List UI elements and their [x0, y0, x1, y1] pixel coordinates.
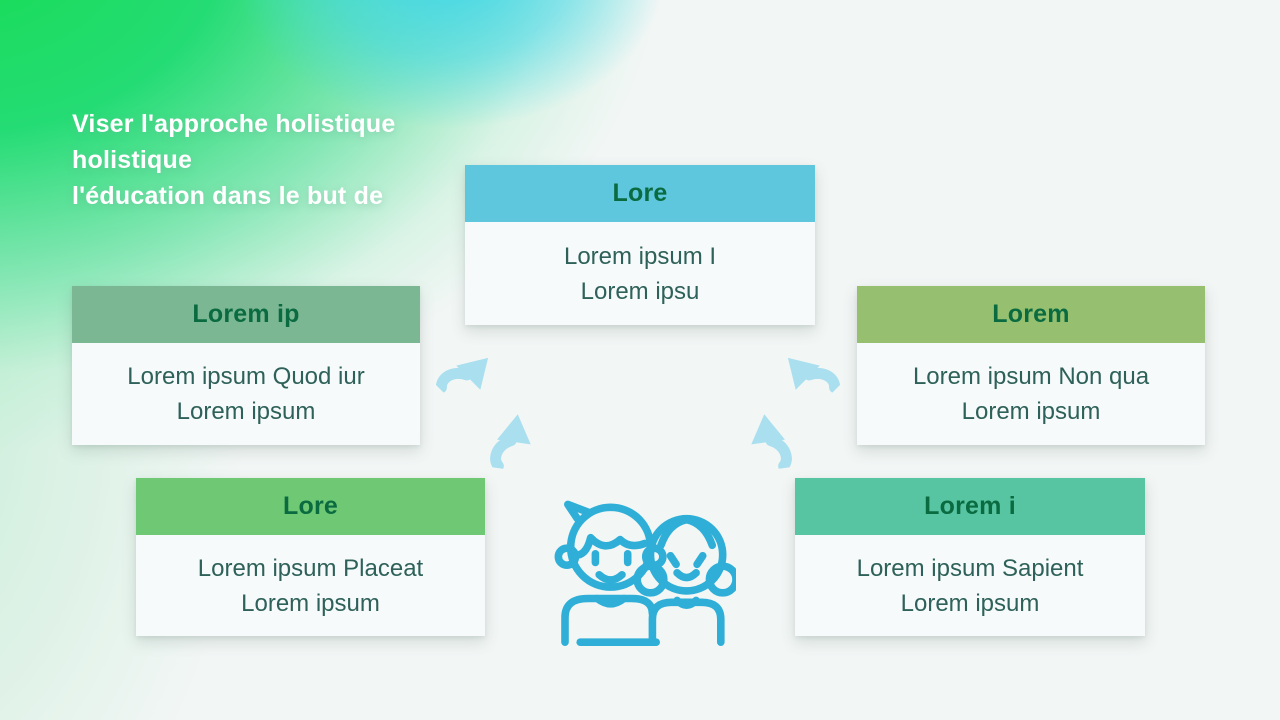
children-icon — [546, 492, 736, 648]
card-bottom-left: Lore Lorem ipsum Placeat Lorem ipsum — [136, 478, 485, 636]
card-bottom-left-body: Lorem ipsum Placeat Lorem ipsum — [136, 535, 485, 636]
card-bottom-right-title: Lorem i — [924, 492, 1016, 520]
curved-arrow-upper-right-icon — [769, 339, 845, 415]
card-bottom-left-body-line-2: Lorem ipsum — [241, 589, 380, 617]
card-top-center-body-line-1: Lorem ipsum I — [563, 242, 717, 270]
slide-title-line-1: Viser l'approche holistique — [72, 110, 396, 138]
card-middle-left: Lorem ip Lorem ipsum Quod iur Lorem ipsu… — [72, 286, 420, 445]
card-bottom-right-body-line-2: Lorem ipsum — [900, 589, 1040, 617]
card-top-center: Lore Lorem ipsum I Lorem ipsu — [465, 165, 815, 325]
card-middle-left-body-line-1: Lorem ipsum Quod iur — [127, 363, 365, 390]
curved-arrow-upper-left-icon — [431, 339, 507, 415]
card-middle-right-body-line-2: Lorem ipsum — [961, 398, 1101, 425]
card-middle-right-body-line-1: Lorem ipsum Non qua — [912, 363, 1150, 390]
card-middle-left-title: Lorem ip — [192, 300, 300, 328]
card-bottom-left-body-line-1: Lorem ipsum Placeat — [197, 554, 424, 582]
card-top-center-body-line-2: Lorem ipsu — [580, 277, 700, 305]
slide-title-line-2: holistique — [72, 146, 193, 174]
slide-title: Viser l'approche holistique holistique l… — [72, 106, 472, 214]
card-top-center-header: Lore — [465, 165, 815, 222]
card-middle-left-body-line-2: Lorem ipsum — [176, 398, 316, 425]
card-middle-left-body: Lorem ipsum Quod iur Lorem ipsum — [72, 343, 420, 445]
card-middle-right-header: Lorem — [857, 286, 1205, 343]
card-bottom-right: Lorem i Lorem ipsum Sapient Lorem ipsum — [795, 478, 1145, 636]
card-middle-right: Lorem Lorem ipsum Non qua Lorem ipsum — [857, 286, 1205, 445]
card-bottom-right-body-line-1: Lorem ipsum Sapient — [856, 554, 1084, 582]
curved-arrow-lower-right-icon — [739, 409, 797, 473]
card-bottom-left-header: Lore — [136, 478, 485, 535]
card-middle-right-body: Lorem ipsum Non qua Lorem ipsum — [857, 343, 1205, 445]
card-top-center-title: Lore — [612, 179, 668, 207]
curved-arrow-lower-left-icon — [485, 409, 543, 473]
card-bottom-right-header: Lorem i — [795, 478, 1145, 535]
card-middle-left-header: Lorem ip — [72, 286, 420, 343]
slide-title-line-3: l'éducation dans le but de — [72, 182, 384, 210]
card-middle-right-title: Lorem — [992, 300, 1070, 328]
card-bottom-right-body: Lorem ipsum Sapient Lorem ipsum — [795, 535, 1145, 636]
card-top-center-body: Lorem ipsum I Lorem ipsu — [465, 222, 815, 325]
card-bottom-left-title: Lore — [283, 492, 338, 520]
